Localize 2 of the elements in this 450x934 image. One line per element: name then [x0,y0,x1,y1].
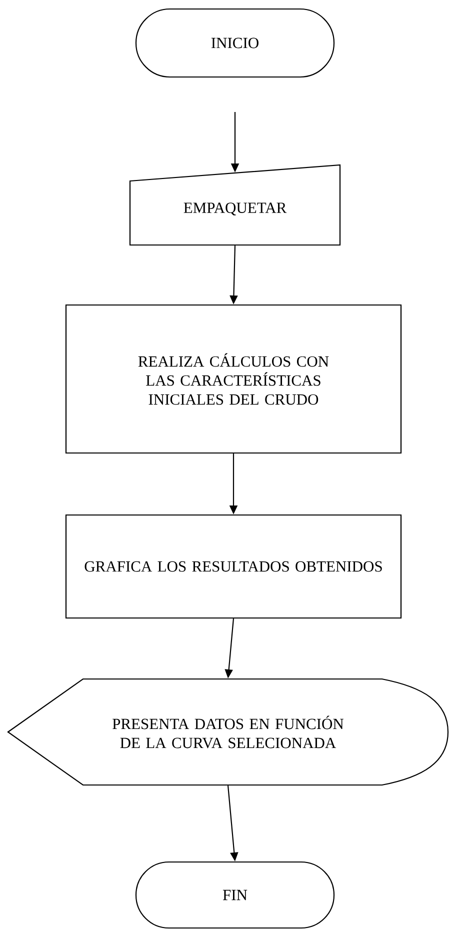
process-box: GRAFICA LOS RESULTADOS OBTENIDOS [65,514,402,619]
process-box: REALIZA CÁLCULOS CON LAS CARACTERÍSTICAS INICIALES DEL CRUDO [65,304,402,454]
